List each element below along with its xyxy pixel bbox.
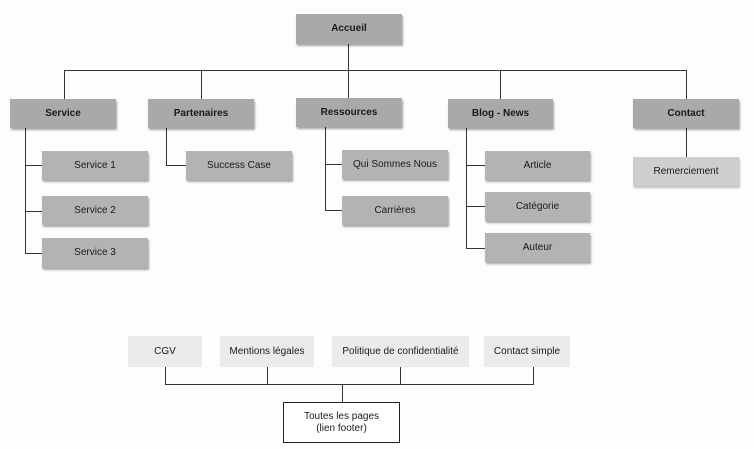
node-label: Auteur [522, 241, 553, 253]
node-label: Ressources [320, 106, 378, 118]
node-label: Contact simple [493, 345, 561, 357]
node-partenaires: Partenaires [148, 99, 254, 128]
connector [466, 128, 467, 249]
connector [25, 253, 42, 254]
connector [165, 367, 166, 384]
node-label: Service 2 [74, 204, 116, 216]
node-label: Blog - News [471, 107, 530, 119]
node-categorie: Catégorie [485, 192, 590, 221]
connector [201, 70, 202, 99]
footer-item-cgv: CGV [128, 336, 202, 367]
node-label: Success Case [207, 159, 271, 171]
connector [466, 248, 485, 249]
node-blog-news: Blog - News [448, 99, 553, 128]
footer-item-politique: Politique de confidentialité [332, 336, 469, 367]
node-label-line2: (lien footer) [316, 422, 367, 434]
connector [500, 70, 501, 99]
node-label: CGV [154, 345, 176, 357]
node-ressources: Ressources [296, 98, 402, 127]
node-accueil: Accueil [296, 14, 402, 44]
connector [25, 211, 42, 212]
connector [166, 128, 167, 166]
connector [325, 210, 342, 211]
node-label: Service 3 [74, 247, 116, 258]
connector [400, 367, 401, 384]
connector [64, 70, 65, 99]
node-service-1: Service 1 [42, 151, 148, 180]
node-label: Service 1 [74, 159, 116, 171]
node-label: Article [523, 159, 552, 171]
node-service-2: Service 2 [42, 196, 148, 225]
connector [25, 165, 42, 166]
node-remerciement: Remerciement [633, 157, 739, 186]
connector [533, 367, 534, 384]
node-label: Accueil [331, 23, 367, 34]
node-label: Contact [667, 107, 705, 119]
node-contact: Contact [633, 99, 739, 128]
node-label: Politique de confidentialité [342, 345, 459, 357]
node-label: Mentions légales [229, 345, 305, 357]
node-auteur: Auteur [485, 233, 590, 262]
node-label: Carrières [374, 204, 416, 216]
connector [686, 70, 687, 99]
connector [64, 70, 687, 71]
node-label: Qui Sommes Nous [353, 158, 437, 170]
node-label: Service [45, 107, 81, 119]
connector [466, 165, 485, 166]
connector [325, 164, 342, 165]
connector [25, 128, 26, 254]
node-label: Catégorie [515, 200, 560, 212]
node-label-line1: Toutes les pages [303, 410, 380, 422]
connector [466, 206, 485, 207]
footer-item-contact-simple: Contact simple [484, 336, 570, 367]
connector [348, 70, 349, 99]
connector [325, 127, 326, 211]
footer-item-mentions-legales: Mentions légales [220, 336, 314, 367]
node-label: Partenaires [173, 107, 229, 119]
node-label: Remerciement [653, 165, 719, 177]
connector [166, 165, 186, 166]
connector [686, 128, 687, 157]
connector [342, 384, 343, 402]
connector [348, 44, 349, 70]
node-toutes-les-pages: Toutes les pages (lien footer) [283, 402, 400, 443]
node-success-case: Success Case [186, 151, 292, 180]
connector [267, 367, 268, 384]
connector [165, 384, 534, 385]
node-carrieres: Carrières [342, 196, 448, 225]
node-qui-sommes-nous: Qui Sommes Nous [342, 150, 448, 179]
node-service-3: Service 3 [42, 238, 148, 268]
node-article: Article [485, 151, 590, 180]
node-service: Service [10, 99, 116, 128]
